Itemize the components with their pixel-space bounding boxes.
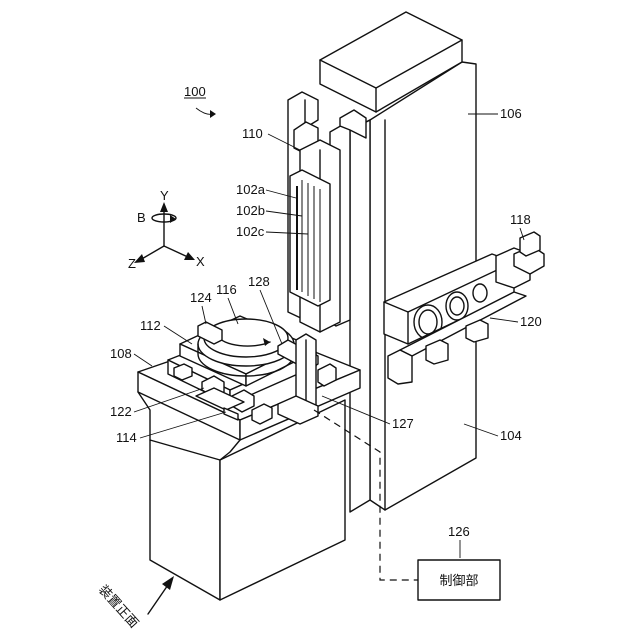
ref-126: 126 <box>448 524 470 539</box>
ref-102a: 102a <box>236 182 266 197</box>
front-arrow: 装置正面 <box>96 576 174 631</box>
ref-116: 116 <box>216 282 237 297</box>
ref-114: 114 <box>116 430 137 445</box>
ref-122: 122 <box>110 404 132 419</box>
axis-z-label: Z <box>128 256 136 271</box>
ref-120: 120 <box>520 314 542 329</box>
ref-102b: 102b <box>236 203 265 218</box>
ref-112: 112 <box>140 318 161 333</box>
ref-127: 127 <box>392 416 414 431</box>
controller-box: 制御部 <box>418 560 500 600</box>
axis-x-label: X <box>196 254 205 269</box>
ref-102c: 102c <box>236 224 265 239</box>
ref-110: 110 <box>242 126 263 141</box>
front-label: 装置正面 <box>96 582 142 631</box>
ref-108: 108 <box>110 346 132 361</box>
axis-b-label: B <box>137 210 146 225</box>
scale-bars <box>290 170 330 306</box>
ref-100: 100 <box>184 84 206 99</box>
ref-128: 128 <box>248 274 270 289</box>
controller-label: 制御部 <box>439 573 478 588</box>
ref-104: 104 <box>500 428 522 443</box>
axis-triad: Y B Z X <box>128 188 205 271</box>
ref-118: 118 <box>510 212 531 227</box>
ref-106: 106 <box>500 106 522 121</box>
axis-y-label: Y <box>160 188 169 203</box>
ref-124: 124 <box>190 290 212 305</box>
